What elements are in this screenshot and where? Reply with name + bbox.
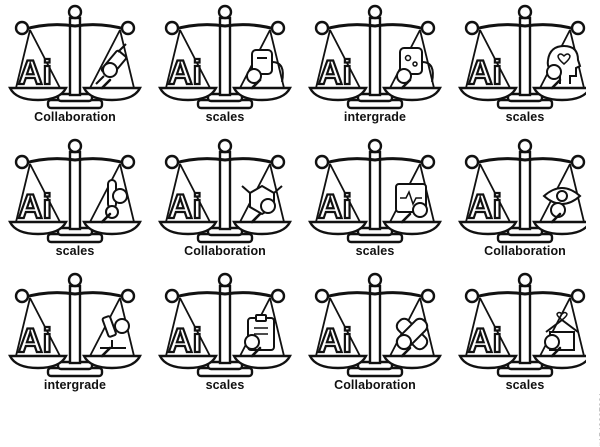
balance-scale-icon: Ai xyxy=(458,4,592,110)
scale-icon-tile: Ai scales xyxy=(150,268,300,402)
hospital-icon xyxy=(544,311,579,358)
scale-icon-tile: Ai scales xyxy=(0,134,150,268)
scale-icon-tile: Ai scales xyxy=(300,134,450,268)
head-heart-icon xyxy=(546,44,582,90)
balance-scale-icon: Ai xyxy=(8,138,142,244)
tile-caption: scales xyxy=(55,244,95,258)
syringe-icon xyxy=(95,43,128,90)
tile-caption: Collaboration xyxy=(34,110,116,124)
scale-icon-tile: Ai intergrade xyxy=(300,0,450,134)
eye-icon xyxy=(542,187,582,224)
balance-scale-icon: Ai xyxy=(158,138,292,244)
tile-caption: Collaboration xyxy=(184,244,266,258)
ai-text-logo: Ai xyxy=(318,188,352,226)
tile-caption: scales xyxy=(505,378,545,392)
balance-scale-icon: Ai xyxy=(158,272,292,378)
tile-caption: intergrade xyxy=(343,110,407,124)
iv-drip-bubbles-icon xyxy=(396,47,434,90)
ai-text-logo: Ai xyxy=(468,188,502,226)
ai-text-logo: Ai xyxy=(468,322,502,360)
balance-scale-icon: Ai xyxy=(158,4,292,110)
ai-text-logo: Ai xyxy=(168,54,202,92)
tile-caption: intergrade xyxy=(43,378,107,392)
ai-text-logo: Ai xyxy=(168,322,202,360)
ai-text-logo: Ai xyxy=(18,188,52,226)
bandage-icon xyxy=(395,317,429,358)
ai-text-logo: Ai xyxy=(468,54,502,92)
ai-text-logo: Ai xyxy=(318,322,352,360)
tile-caption: scales xyxy=(205,378,245,392)
scale-icon-tile: Ai scales xyxy=(450,0,600,134)
clipboard-icon xyxy=(244,314,275,358)
tile-caption: scales xyxy=(355,244,395,258)
balance-scale-icon: Ai xyxy=(308,4,442,110)
balance-scale-icon: Ai xyxy=(8,4,142,110)
balance-scale-icon: Ai xyxy=(458,138,592,244)
tile-caption: Collaboration xyxy=(484,244,566,258)
molecule-icon xyxy=(241,184,283,224)
tile-caption: scales xyxy=(505,110,545,124)
tile-caption: scales xyxy=(205,110,245,124)
scale-icon-tile: Ai scales xyxy=(450,268,600,402)
balance-scale-icon: Ai xyxy=(458,272,592,378)
tile-caption: Collaboration xyxy=(334,378,416,392)
heart-monitor-icon xyxy=(395,183,428,224)
ai-text-logo: Ai xyxy=(318,54,352,92)
balance-scale-icon: Ai xyxy=(308,138,442,244)
thermometer-icon xyxy=(100,179,128,224)
scale-icon-tile: Ai scales xyxy=(150,0,300,134)
balance-scale-icon: Ai xyxy=(308,272,442,378)
iv-drip-icon xyxy=(246,49,284,90)
stock-id-strip: #1543207381 xyxy=(586,0,600,447)
ai-text-logo: Ai xyxy=(168,188,202,226)
ai-text-logo: Ai xyxy=(18,54,52,92)
ai-text-logo: Ai xyxy=(18,322,52,360)
microscope-icon xyxy=(100,315,130,358)
balance-scale-icon: Ai xyxy=(8,272,142,378)
scale-icon-tile: Ai intergrade xyxy=(0,268,150,402)
